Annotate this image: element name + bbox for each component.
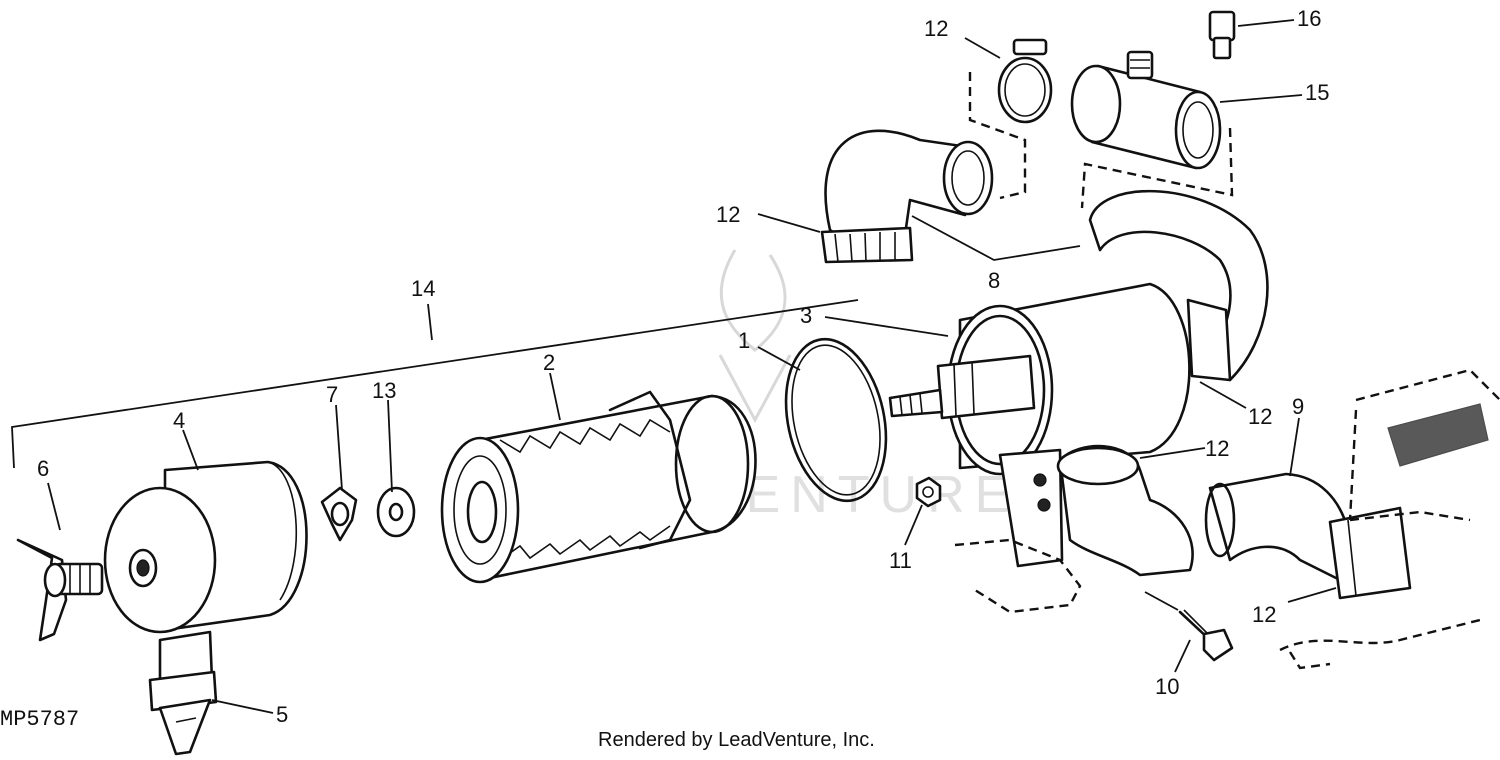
callout-14: 14 (411, 276, 435, 301)
callout-12-lower: 12 (1252, 602, 1276, 627)
restriction-indicator (1208, 10, 1236, 60)
filter-element (440, 390, 757, 584)
hex-nut (915, 476, 942, 508)
callout-10: 10 (1155, 674, 1179, 699)
callout-12-outlet: 12 (1205, 436, 1229, 461)
callout-2: 2 (543, 350, 555, 375)
o-ring-seal (784, 337, 888, 503)
air-cleaner-housing (888, 189, 1269, 568)
callout-3: 3 (800, 303, 812, 328)
callout-15: 15 (1305, 80, 1329, 105)
retaining-clip (320, 486, 358, 542)
callout-11: 11 (889, 548, 912, 573)
sensor-adapter-tube (1070, 50, 1222, 170)
intake-elbow-hose (820, 129, 994, 264)
callout-9: 9 (1292, 394, 1304, 419)
leader-lines (47, 19, 1337, 714)
callout-16: 16 (1297, 6, 1321, 31)
washer (376, 486, 416, 538)
callout-13: 13 (372, 378, 396, 403)
dust-unloader-valve (148, 630, 218, 756)
outlet-elbow (1056, 444, 1194, 577)
credit-line: Rendered by LeadVenture, Inc. (598, 729, 875, 751)
callout-1: 1 (738, 328, 750, 353)
callout-12-housing: 12 (1248, 404, 1272, 429)
callout-12-top: 12 (924, 16, 948, 41)
callout-4: 4 (173, 408, 185, 433)
wing-nut (16, 538, 104, 642)
callout-labels: 6 4 7 13 2 1 3 14 12 12 8 15 16 12 12 9 … (37, 6, 1329, 727)
hose-clamp-top (997, 38, 1053, 124)
air-cleaner-cover (103, 460, 308, 634)
callout-5: 5 (276, 702, 288, 727)
callout-8: 8 (988, 268, 1000, 293)
callout-6: 6 (37, 456, 49, 481)
lower-hose (1204, 472, 1412, 600)
kit-bracket (11, 299, 859, 469)
callout-7: 7 (326, 382, 338, 407)
reference-outlines (954, 72, 1500, 670)
callout-12-elbow: 12 (716, 202, 740, 227)
hex-bolt (1178, 609, 1234, 662)
figure-id: MP5787 (0, 707, 79, 732)
